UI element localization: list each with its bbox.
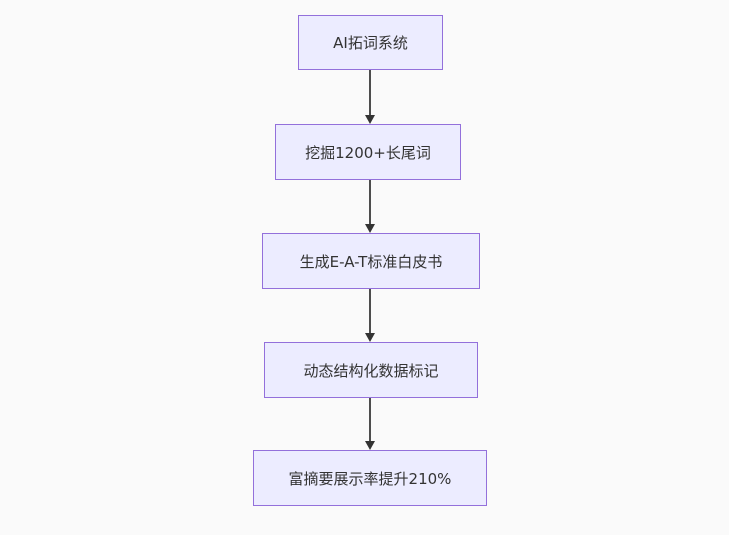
flowchart-node-structured-data-markup: 动态结构化数据标记: [264, 342, 478, 398]
flow-arrow-down-icon: [364, 398, 376, 450]
flow-arrow-down-icon: [364, 70, 376, 124]
arrowhead-icon: [365, 224, 375, 233]
flowchart-node-rich-snippet-uplift: 富摘要展示率提升210%: [253, 450, 487, 506]
arrowhead-icon: [365, 441, 375, 450]
flowchart-node-ai-word-expansion: AI拓词系统: [298, 15, 443, 70]
arrow-shaft: [369, 180, 371, 225]
node-label: AI拓词系统: [333, 34, 408, 52]
flowchart-node-longtail-mining: 挖掘1200+长尾词: [275, 124, 461, 180]
node-label: 生成E-A-T标准白皮书: [299, 252, 443, 271]
flow-arrow-down-icon: [364, 180, 376, 233]
flowchart-node-eat-whitepaper: 生成E-A-T标准白皮书: [262, 233, 480, 289]
arrow-shaft: [369, 70, 371, 116]
node-label: 富摘要展示率提升210%: [288, 469, 452, 488]
arrowhead-icon: [365, 333, 375, 342]
arrow-shaft: [369, 398, 371, 442]
arrowhead-icon: [365, 115, 375, 124]
node-label: 挖掘1200+长尾词: [305, 143, 431, 162]
arrow-shaft: [369, 289, 371, 334]
node-label: 动态结构化数据标记: [303, 361, 439, 380]
flow-arrow-down-icon: [364, 289, 376, 342]
